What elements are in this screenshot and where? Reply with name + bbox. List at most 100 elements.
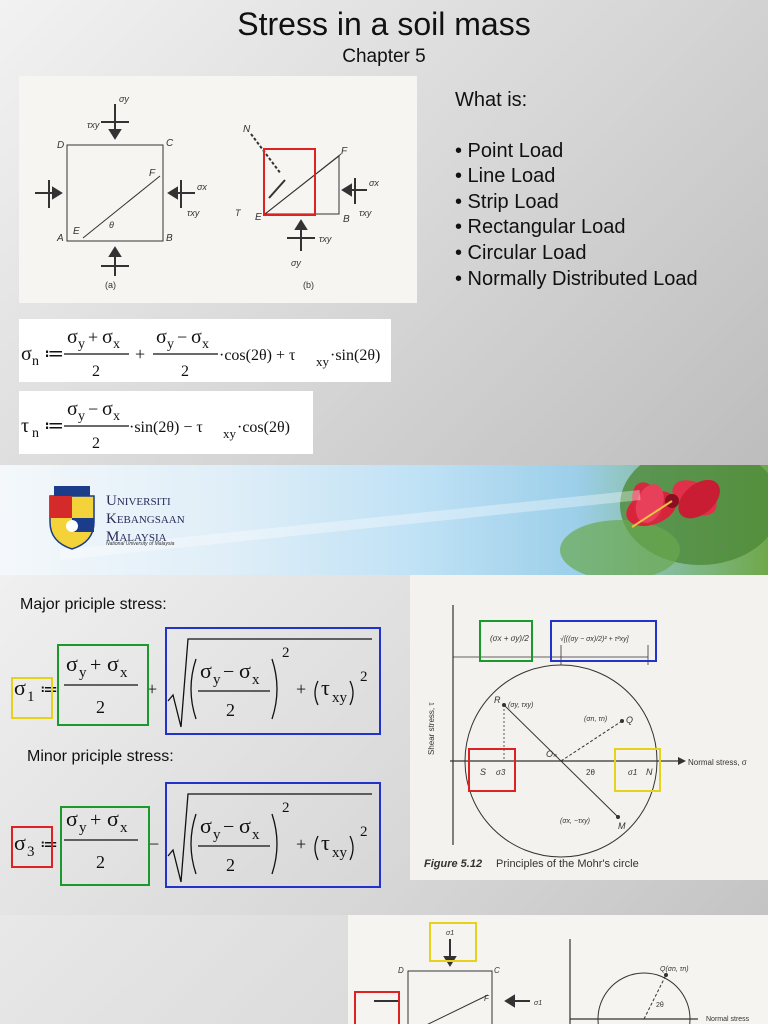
svg-text:y: y <box>213 827 221 843</box>
svg-text:xy: xy <box>223 426 237 441</box>
svg-text:2: 2 <box>226 855 235 875</box>
list-item: • Strip Load <box>455 190 559 213</box>
hibiscus-flower-image <box>59 465 768 575</box>
svg-text:≔: ≔ <box>44 343 64 365</box>
svg-text:2θ: 2θ <box>656 1002 664 1009</box>
svg-text:y: y <box>213 672 221 688</box>
svg-text:σ: σ <box>66 651 78 676</box>
svg-text:x: x <box>252 672 260 688</box>
center-term-box <box>57 644 149 726</box>
slide-subtitle: Chapter 5 <box>342 46 426 67</box>
svg-text:+: + <box>135 344 145 364</box>
svg-text:−: − <box>223 816 234 838</box>
sigma1-highlight-box <box>11 677 53 719</box>
figure-number: Figure 5.12 <box>424 858 482 870</box>
svg-text:+: + <box>90 809 101 831</box>
svg-text:+: + <box>147 679 157 699</box>
svg-text:·cos(2θ): ·cos(2θ) <box>237 419 290 436</box>
list-item: • Normally Distributed Load <box>455 267 698 290</box>
svg-text:−: − <box>177 327 187 347</box>
svg-text:N: N <box>243 124 251 135</box>
svg-text:B: B <box>343 214 350 225</box>
list-item: • Rectangular Load <box>455 216 626 239</box>
svg-text:xy: xy <box>316 354 330 369</box>
svg-text:σ: σ <box>156 326 167 348</box>
svg-text:(σx + σy)/2: (σx + σy)/2 <box>490 634 529 643</box>
svg-text:2: 2 <box>96 697 105 717</box>
svg-text:≔: ≔ <box>40 834 58 854</box>
fig-b-caption: (b) <box>303 280 314 290</box>
svg-text:σ: σ <box>66 806 78 831</box>
svg-text:y: y <box>78 409 85 424</box>
svg-text:F: F <box>484 994 490 1003</box>
list-item: • Line Load <box>455 165 556 188</box>
svg-text:τxy: τxy <box>87 120 100 130</box>
svg-text:3: 3 <box>27 844 35 860</box>
svg-text:(σn, τn): (σn, τn) <box>584 716 607 723</box>
svg-text:x: x <box>120 820 128 836</box>
svg-text:σ: σ <box>102 398 113 420</box>
svg-text:σx: σx <box>369 178 379 188</box>
svg-text:σy: σy <box>119 94 129 104</box>
svg-text:y: y <box>78 337 85 352</box>
svg-text:T: T <box>235 208 242 218</box>
svg-text:E: E <box>73 226 80 237</box>
svg-text:2: 2 <box>92 435 100 452</box>
list-item: • Circular Load <box>455 241 587 264</box>
svg-text:2θ: 2θ <box>586 768 595 777</box>
svg-text:2: 2 <box>92 363 100 380</box>
list-item: • Point Load <box>455 139 564 162</box>
svg-text:+: + <box>90 654 101 676</box>
svg-text:≔: ≔ <box>40 679 58 699</box>
svg-text:−: − <box>223 661 234 683</box>
svg-text:x: x <box>202 337 209 352</box>
svg-text:S: S <box>480 767 486 777</box>
svg-text:C: C <box>166 138 174 149</box>
mohr-circle-figure: R (σy, τxy) Q (σn, τn) Oₙ 2θ (σx, −τxy) … <box>410 575 768 880</box>
svg-text:2: 2 <box>226 700 235 720</box>
svg-text:σ1: σ1 <box>628 768 637 777</box>
university-name-line: Malaysia <box>106 529 167 545</box>
svg-text:σx: σx <box>197 182 207 192</box>
svg-text:n: n <box>32 426 39 441</box>
stress-element-figure: D C A B E F θ σy τxy σx τxy (a) <box>19 76 417 303</box>
svg-text:2: 2 <box>360 669 368 685</box>
svg-text:≔: ≔ <box>44 415 64 437</box>
svg-text:2: 2 <box>181 363 189 380</box>
stress-element-diagram: D C A B E F θ σy τxy σx τxy (a) <box>35 94 379 290</box>
radius-term-box <box>165 782 381 888</box>
minor-stress-label: Minor priciple stress: <box>27 748 174 765</box>
major-stress-label: Major priciple stress: <box>20 596 167 613</box>
sigma3-marker-box <box>468 748 516 792</box>
svg-text:σ: σ <box>14 675 26 700</box>
svg-text:τ: τ <box>21 415 29 437</box>
svg-text:2: 2 <box>282 800 290 816</box>
x-axis-label: Normal stress, σ <box>688 758 747 767</box>
stress-mohr-figure-partial: D C F σ1 σ1 Q(σn, τn) 2θ Normal stress <box>348 915 768 1024</box>
svg-text:τ: τ <box>321 675 330 700</box>
svg-text:xy: xy <box>332 690 348 706</box>
svg-text:D: D <box>57 140 64 151</box>
svg-text:y: y <box>79 665 87 681</box>
svg-text:n: n <box>32 354 39 369</box>
radius-term-box <box>165 627 381 735</box>
svg-text:Q: Q <box>626 715 633 725</box>
slide-2: Major priciple stress: Minor priciple st… <box>0 575 768 915</box>
svg-text:y: y <box>79 820 87 836</box>
svg-text:σ: σ <box>21 343 32 365</box>
svg-text:σ: σ <box>239 658 251 683</box>
svg-text:σy: σy <box>291 258 301 268</box>
svg-text:τ: τ <box>321 830 330 855</box>
svg-text:E: E <box>255 212 262 223</box>
svg-text:R: R <box>494 695 501 705</box>
university-banner: Universiti Kebangsaan Malaysia National … <box>0 465 768 575</box>
svg-text:·sin(2θ): ·sin(2θ) <box>330 347 380 364</box>
university-name-line: Universiti <box>106 493 171 509</box>
svg-text:(σy, τxy): (σy, τxy) <box>508 702 533 709</box>
svg-text:C: C <box>494 966 500 975</box>
svg-text:σ: σ <box>200 813 212 838</box>
svg-text:x: x <box>120 665 128 681</box>
slide-3: D C F σ1 σ1 Q(σn, τn) 2θ Normal stress <box>0 915 768 1024</box>
svg-text:x: x <box>113 337 120 352</box>
radius-term-box <box>550 620 657 662</box>
